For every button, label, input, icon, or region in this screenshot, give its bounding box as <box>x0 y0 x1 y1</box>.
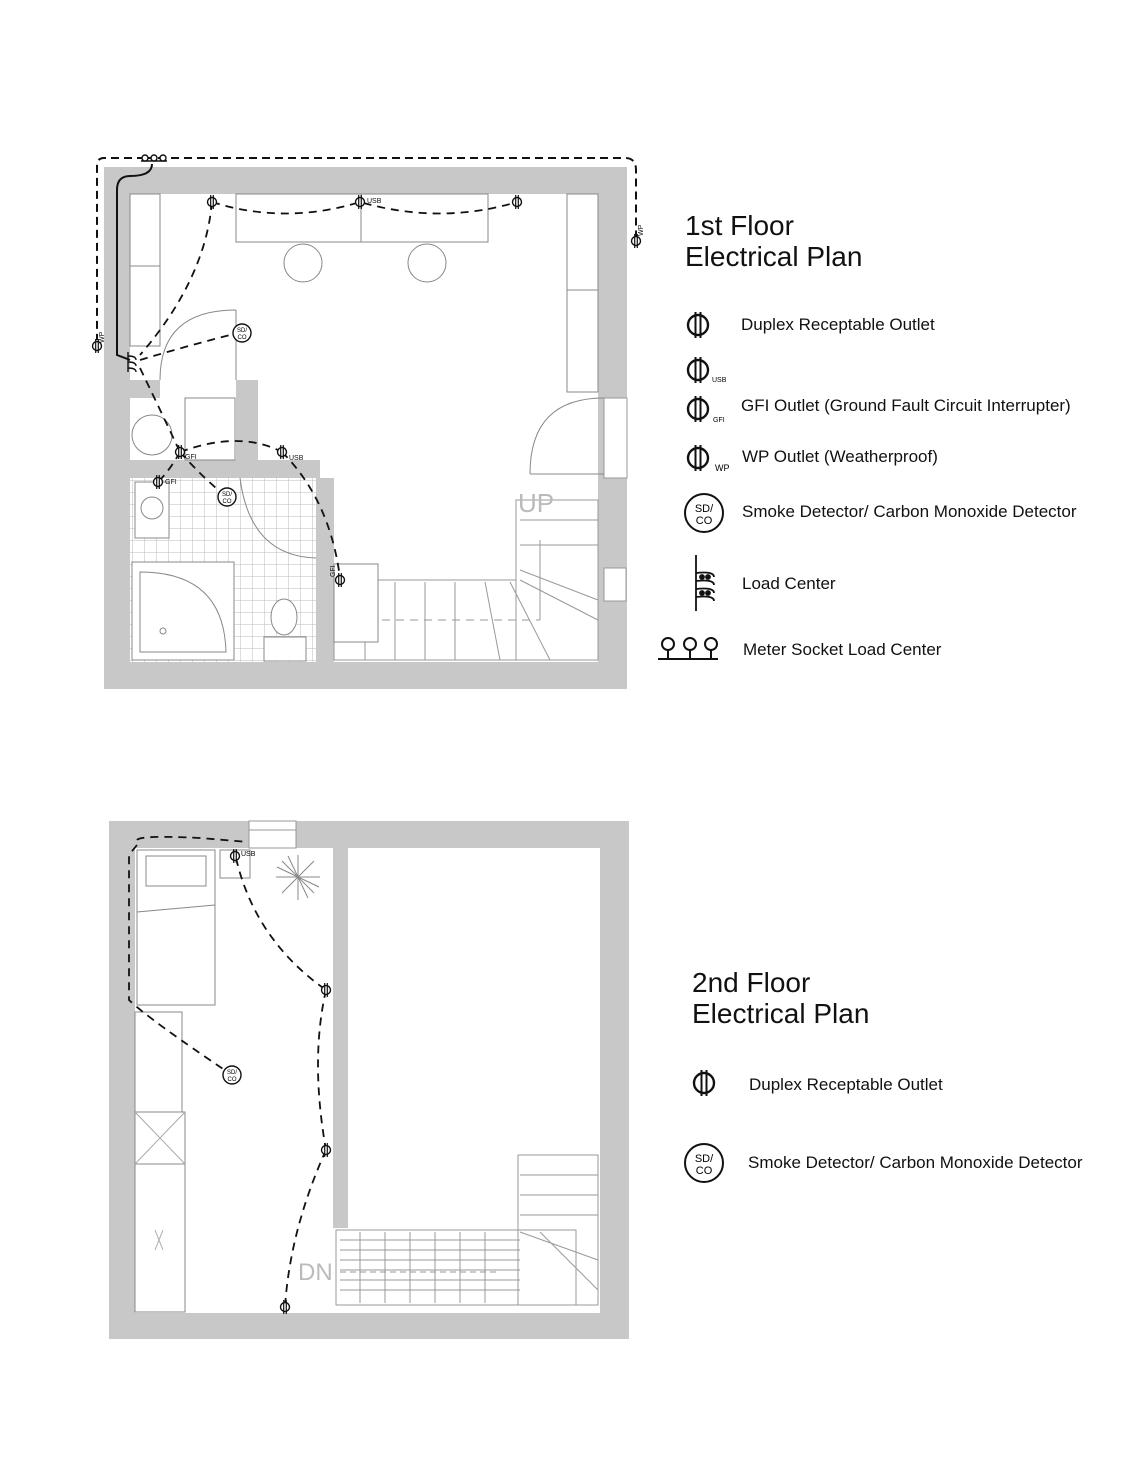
plan-gfi-label-1: GFI <box>185 454 197 461</box>
legend-symbols: USB GFI WP SD/ CO <box>658 312 730 1183</box>
legend-wp-label: WP Outlet (Weatherproof) <box>742 447 938 466</box>
meter-socket-icon <box>658 637 718 660</box>
usb-outlet-icon: USB <box>686 357 727 384</box>
legend2-smoke-label: Smoke Detector/ Carbon Monoxide Detector <box>748 1153 1083 1172</box>
plan-gfi-label-2: GFI <box>165 479 177 486</box>
floor1-title: 1st Floor Electrical Plan <box>685 210 862 272</box>
gfi-outlet-icon: GFI <box>686 396 725 424</box>
smoke-detector-bedroom: SD/ CO <box>222 1065 242 1085</box>
svg-text:WP: WP <box>715 463 730 473</box>
svg-text:CO: CO <box>696 515 713 527</box>
floor1-title-line1: 1st Floor <box>685 210 794 241</box>
second-floor-plan: DN USB SD/ CO <box>109 820 629 1339</box>
svg-text:CO: CO <box>238 335 247 341</box>
smoke-co-detector-icon-floor2: SD/ CO <box>684 1143 724 1183</box>
wp-outlet-icon: WP <box>686 445 730 473</box>
smoke-detector-kitchen: SD/ CO <box>232 323 252 343</box>
svg-text:SD/: SD/ <box>695 503 714 515</box>
floor2-dn-label: DN <box>298 1259 333 1286</box>
floor2-stairs <box>335 1154 599 1306</box>
plan-wp-label-2: WP <box>99 331 106 343</box>
smoke-co-detector-icon: SD/ CO <box>684 493 724 533</box>
plan-usb-label-2: USB <box>289 455 304 462</box>
floor2-title-line2: Electrical Plan <box>692 998 870 1029</box>
load-center-icon <box>695 555 715 611</box>
svg-text:CO: CO <box>223 499 232 505</box>
plan-usb-label-3: USB <box>241 851 256 858</box>
smoke-detector-bath: SD/ CO <box>217 487 237 507</box>
svg-text:USB: USB <box>712 377 727 384</box>
legend-duplex-label: Duplex Receptable Outlet <box>741 315 935 334</box>
svg-text:CO: CO <box>696 1165 713 1177</box>
legend-gfi-label: GFI Outlet (Ground Fault Circuit Interru… <box>741 396 1071 415</box>
floor2-plant <box>276 855 320 900</box>
svg-text:SD/: SD/ <box>222 492 232 498</box>
svg-text:SD/: SD/ <box>227 1070 237 1076</box>
plan-usb-label-1: USB <box>367 198 382 205</box>
duplex-outlet-icon <box>686 312 710 338</box>
first-floor-plan: UP <box>91 154 645 689</box>
svg-text:SD/: SD/ <box>237 328 247 334</box>
legend-smoke-label: Smoke Detector/ Carbon Monoxide Detector <box>742 502 1077 521</box>
floor2-title: 2nd Floor Electrical Plan <box>692 967 869 1029</box>
plan-wp-label-1: WP <box>638 224 645 236</box>
floor1-load-center <box>127 352 137 373</box>
svg-text:CO: CO <box>228 1077 237 1083</box>
floor2-open-to-below <box>348 848 600 1228</box>
floor2-title-line1: 2nd Floor <box>692 967 811 998</box>
legend-load-center-label: Load Center <box>742 574 836 593</box>
duplex-outlet-icon-floor2 <box>692 1070 716 1096</box>
plan-gfi-label-3: GFI <box>330 565 337 577</box>
floor1-meter-socket <box>141 154 167 162</box>
floor1-up-label: UP <box>518 488 554 518</box>
legend-meter-socket-label: Meter Socket Load Center <box>743 640 942 659</box>
svg-text:SD/: SD/ <box>695 1153 714 1165</box>
svg-text:GFI: GFI <box>713 417 725 424</box>
legend2-duplex-label: Duplex Receptable Outlet <box>749 1075 943 1094</box>
floor1-title-line2: Electrical Plan <box>685 241 863 272</box>
